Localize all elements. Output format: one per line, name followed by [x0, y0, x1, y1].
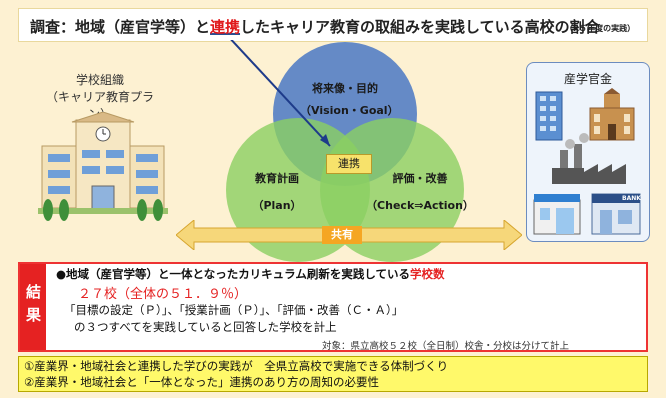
venn-right-title: 評価・改善 — [392, 172, 448, 185]
result-panel — [18, 262, 648, 352]
title-bar — [18, 8, 648, 42]
sankan-label: 産学官金 — [563, 72, 612, 86]
issue-item-1: ①産業界・地域社会と連携した学びの実践が 全県立高校で実施できる体制づくり — [24, 359, 449, 373]
issue-item-2: ②産業界・地域社会と「一体となった」連携のあり方の周知の必要性 — [24, 375, 379, 389]
result-heading: ●地域（産官学等）と一体となったカリキュラム刷新を実践している学校数 — [56, 266, 445, 282]
issues-panel — [18, 356, 648, 392]
venn-center-label: 連携 — [326, 154, 372, 174]
title-prefix: 調査：地域（産官学等）と — [30, 18, 211, 36]
result-target-note: 対象：県立高校５２校（全日制）校舎・分校は分けて計上 — [322, 341, 570, 352]
result-tag: 結果 — [20, 264, 46, 350]
link-arrow-head — [320, 134, 330, 146]
university-icon — [589, 88, 635, 141]
venn-top-title: 将来像・目的 — [312, 82, 378, 95]
result-criteria: 「目標の設定（Ｐ）」、「授業計画（Ｐ）」、「評価・改善（Ｃ・Ａ）」 — [64, 303, 404, 317]
result-count: ２７校（全体の５１．９％） — [78, 287, 248, 302]
bank-icon — [591, 193, 641, 235]
sankan-icons — [533, 88, 641, 235]
title-suffix: したキャリア教育の取組みを実践している高校の割合 — [240, 18, 600, 36]
result-heading-red: 学校数 — [410, 267, 445, 281]
bank-sign: BANK — [622, 195, 641, 202]
venn-left-sub: （Plan） — [252, 199, 302, 212]
school-label-line1: 学校組織 — [75, 73, 124, 87]
title-note: （R５年度の実践） — [565, 24, 636, 33]
title-highlight: 連携 — [210, 18, 241, 36]
page-title: 調査：地域（産官学等）と連携したキャリア教育の取組みを実践している高校の割合 — [30, 16, 600, 37]
venn-top-sub: （Vision・Goal） — [300, 104, 399, 117]
school-building-icon — [38, 112, 168, 221]
shop-icon — [533, 194, 581, 235]
venn-left-title: 教育計画 — [255, 172, 299, 185]
link-arrow — [230, 40, 331, 147]
share-label: 共有 — [322, 226, 362, 244]
factory-icon — [552, 133, 626, 184]
office-building-icon — [535, 91, 563, 141]
venn-right-sub: （Check⇒Action） — [366, 199, 474, 212]
result-heading-text: ●地域（産官学等）と一体となったカリキュラム刷新を実践している — [56, 267, 410, 281]
result-criteria-note: の３つすべてを実践していると回答した学校を計上 — [74, 320, 337, 334]
